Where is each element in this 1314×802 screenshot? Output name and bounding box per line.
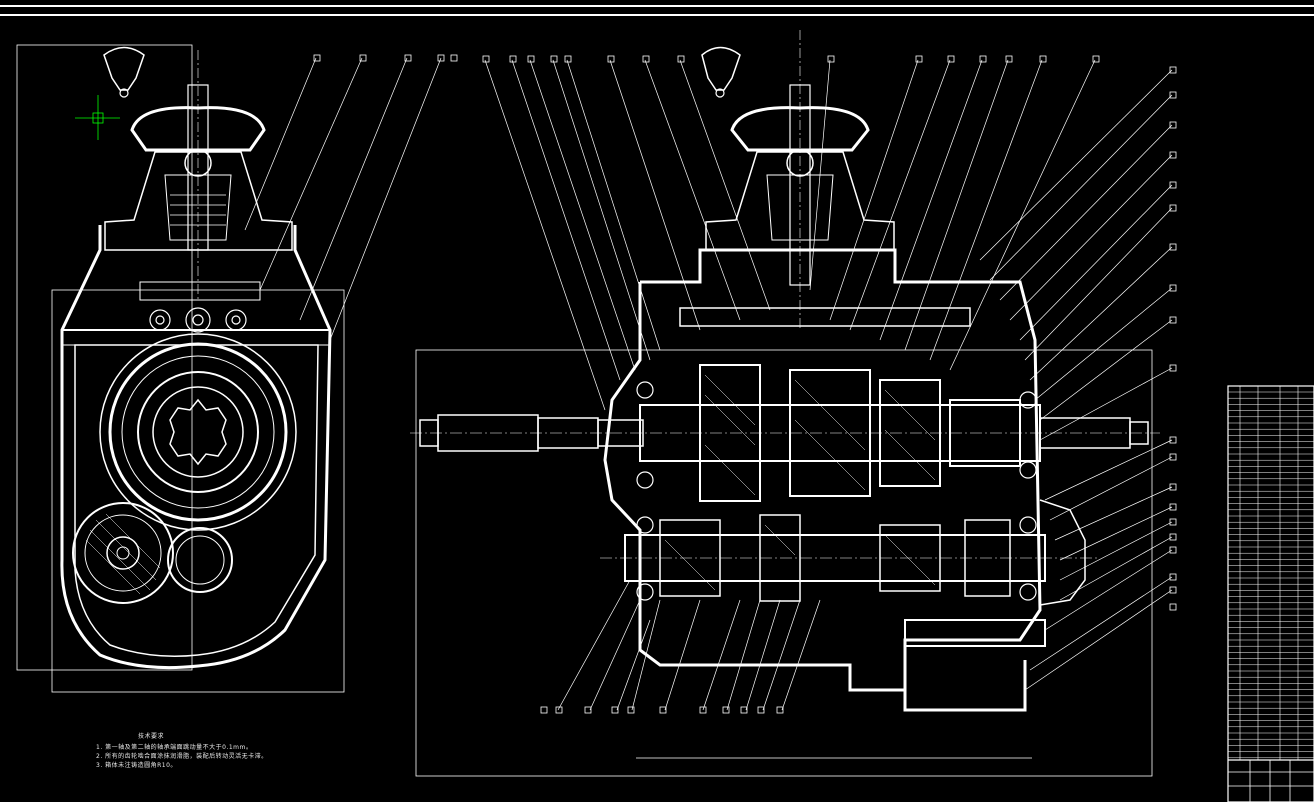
idler-gear xyxy=(167,527,233,593)
shift-tower xyxy=(104,151,293,251)
reverse-idler-shaft xyxy=(904,619,1046,647)
right-callout-boxes xyxy=(1169,66,1177,611)
transmission-housing xyxy=(640,248,1042,712)
gearbox-housing xyxy=(60,225,332,670)
shift-knob xyxy=(103,46,145,91)
longitudinal-section-view xyxy=(410,30,1160,777)
bottom-leader-lines xyxy=(557,579,821,711)
dust-boot xyxy=(130,106,266,152)
notes-line-1: 1. 第一轴及第二轴的轴承端面跳动量不大于0.1mm。 xyxy=(96,744,253,751)
side-view-dimension-frame xyxy=(16,44,193,671)
section-dimension-frame xyxy=(415,349,1153,777)
notes-line-3: 3. 箱体未注铸造圆角R10。 xyxy=(96,762,177,769)
top-callout-boxes xyxy=(482,55,1100,63)
bottom-callout-boxes xyxy=(540,706,784,714)
countershaft-gear xyxy=(72,502,174,604)
spline-hub xyxy=(169,398,227,466)
cursor-crosshair-icon xyxy=(75,95,120,140)
title-block xyxy=(1227,385,1314,802)
notes-line-2: 2. 所有的齿轮啮合面涂抹润滑脂，装配后转动灵活无卡滞。 xyxy=(96,753,268,760)
main-gear xyxy=(99,333,297,531)
top-leader-lines xyxy=(484,59,1096,411)
title-block-rows xyxy=(1228,391,1314,759)
right-leader-lines xyxy=(979,69,1173,691)
notes-title: 技术要求 xyxy=(138,733,165,740)
side-section-view xyxy=(16,44,458,693)
title-block-footer xyxy=(1228,759,1314,802)
